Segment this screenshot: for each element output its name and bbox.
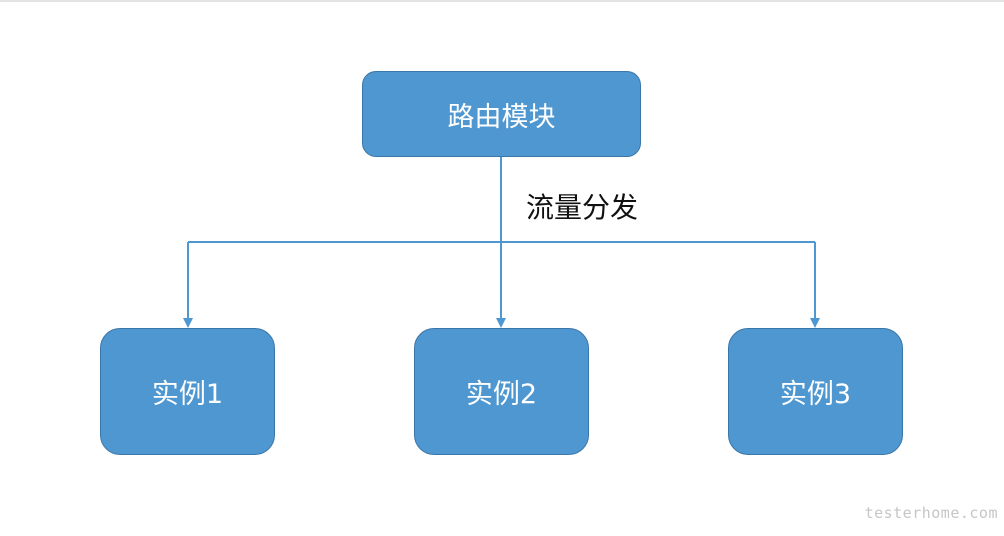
instance-3-node: 实例3 — [728, 328, 903, 455]
watermark: testerhome.com — [864, 504, 998, 522]
instance-2-node: 实例2 — [414, 328, 589, 455]
instance-3-label: 实例3 — [779, 379, 852, 410]
traffic-distribution-label: 流量分发 — [526, 191, 639, 224]
router-module-label: 路由模块 — [447, 101, 556, 133]
router-module-node: 路由模块 — [362, 71, 641, 157]
top-border — [0, 0, 1004, 2]
instance-1-label: 实例1 — [151, 379, 224, 410]
instance-2-label: 实例2 — [465, 379, 538, 410]
instance-1-node: 实例1 — [100, 328, 275, 455]
